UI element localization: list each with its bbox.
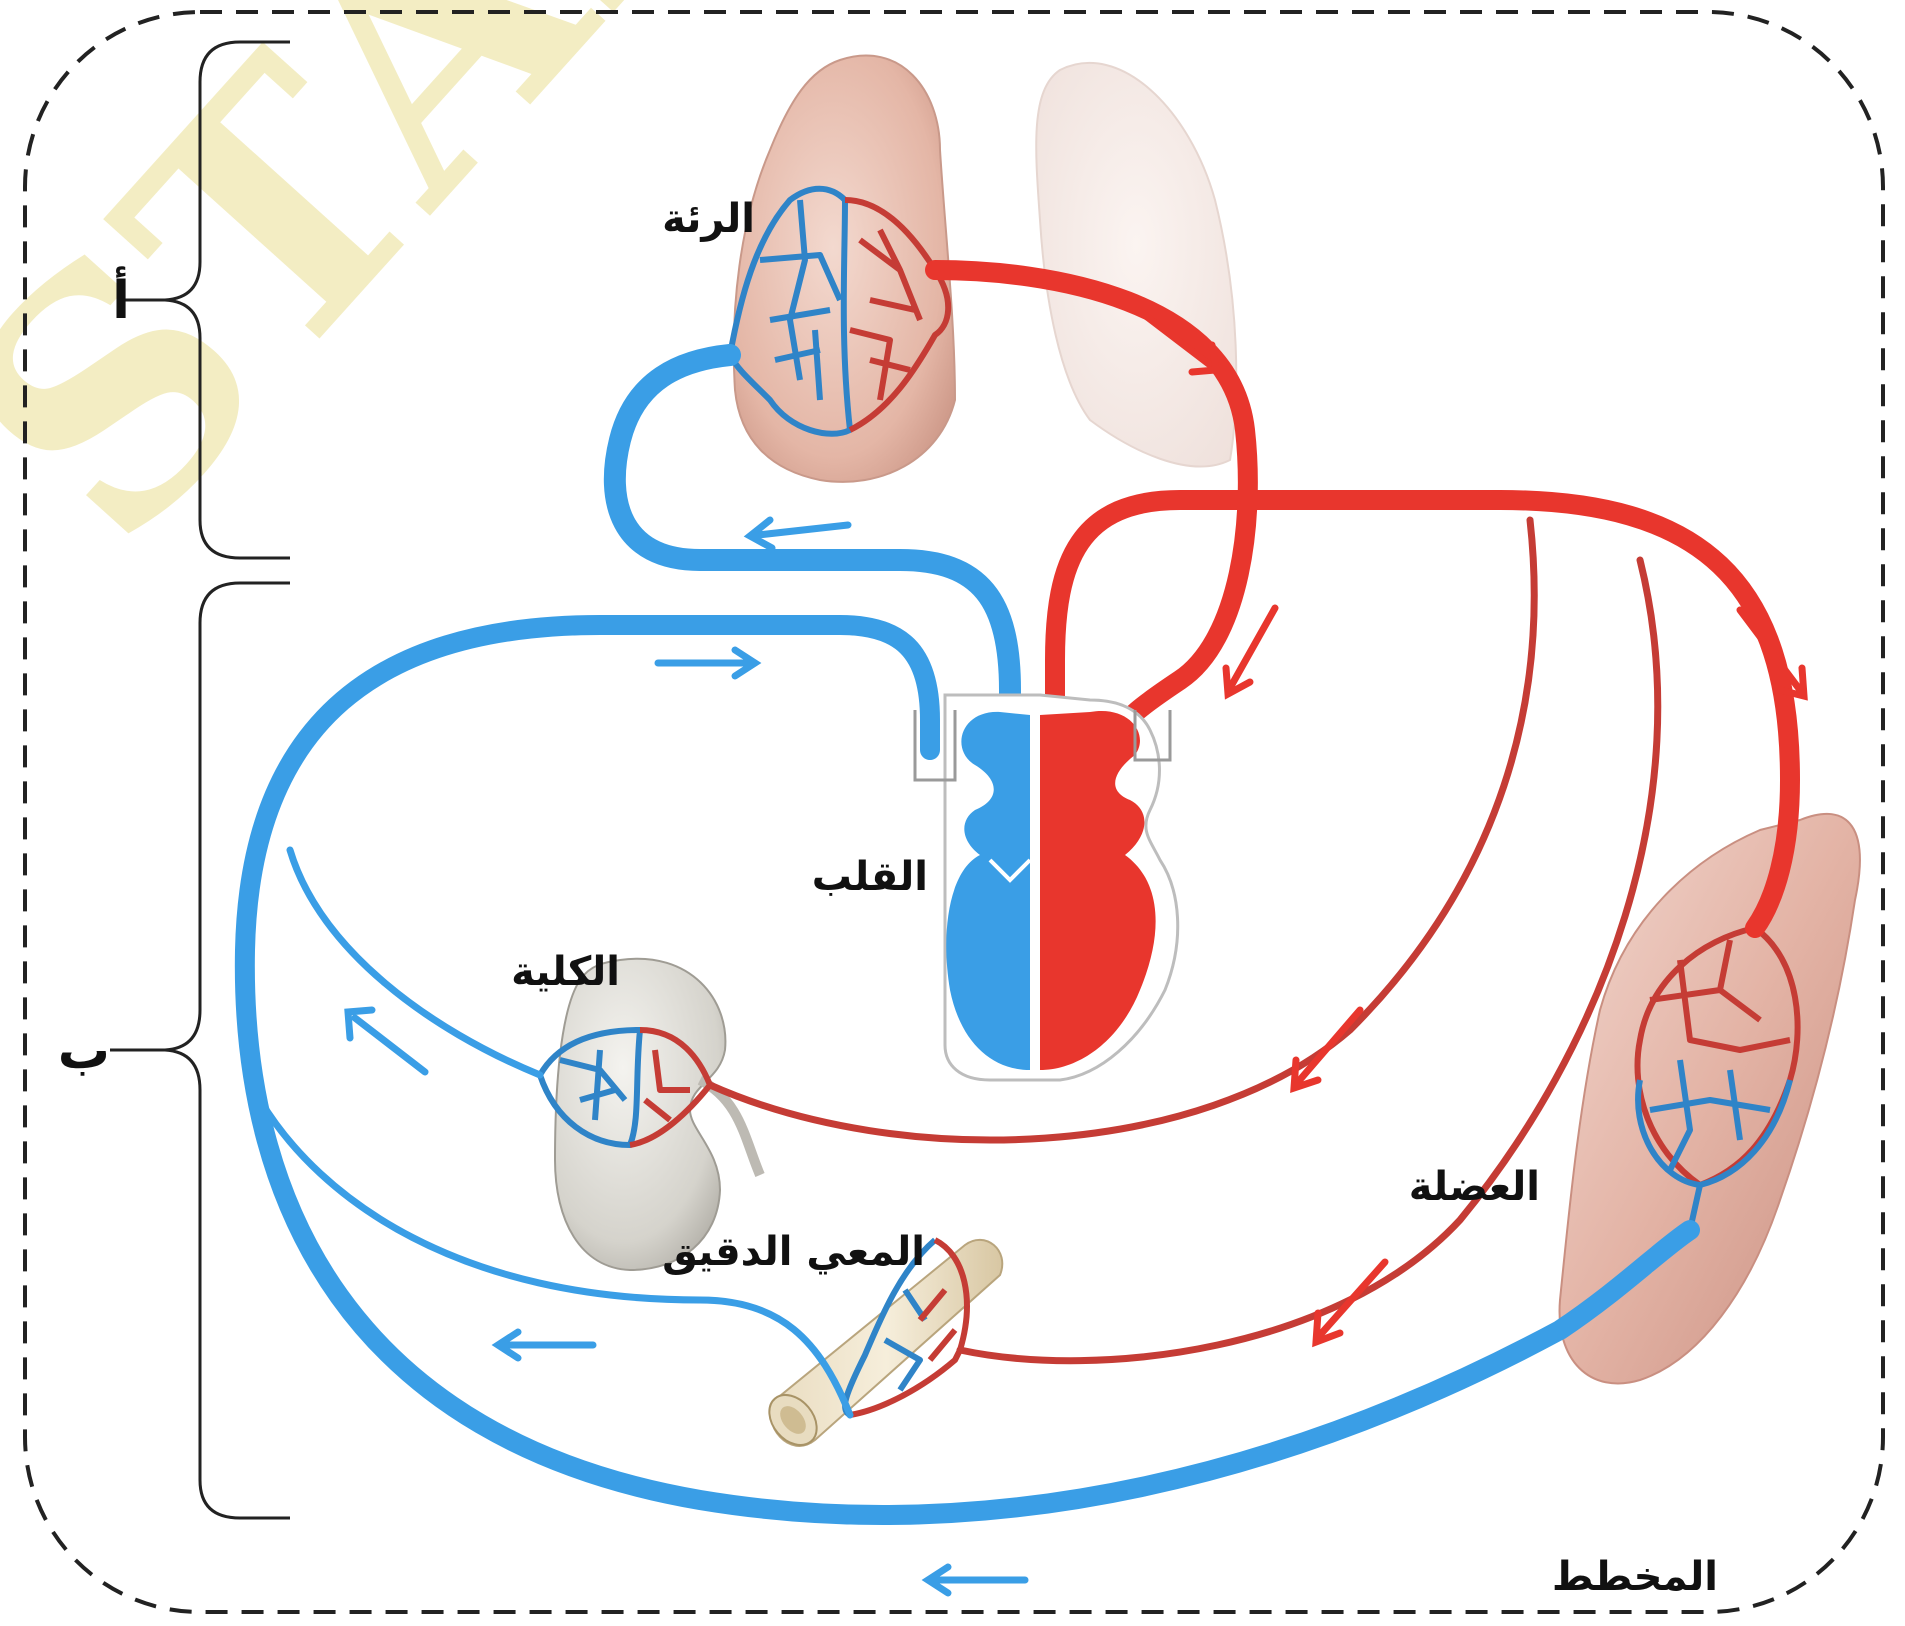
small-intestine-label: المعي الدقيق xyxy=(662,1229,925,1275)
arrow-icon xyxy=(498,1332,593,1358)
kidney-label: الكلية xyxy=(511,949,620,995)
muscle-label: العضلة xyxy=(1409,1164,1540,1210)
circuit-a-label: أ xyxy=(112,266,130,331)
right-lung-shape xyxy=(1036,63,1236,467)
diagram-caption: المخطط xyxy=(1552,1554,1718,1600)
heart-label: القلب xyxy=(812,854,928,900)
brace-b-icon xyxy=(165,583,290,1518)
arrow-icon xyxy=(928,1567,1025,1593)
arrow-icon xyxy=(1316,1262,1385,1342)
kidney-shape xyxy=(555,959,725,1270)
arrow-icon xyxy=(348,1010,425,1072)
circuit-b-label: ب xyxy=(58,1021,110,1081)
arrow-icon xyxy=(750,520,848,548)
arrow-icon xyxy=(658,650,755,676)
arrow-icon xyxy=(1294,1010,1360,1088)
lung-label: الرئة xyxy=(662,196,755,242)
heart-shape xyxy=(915,695,1178,1080)
